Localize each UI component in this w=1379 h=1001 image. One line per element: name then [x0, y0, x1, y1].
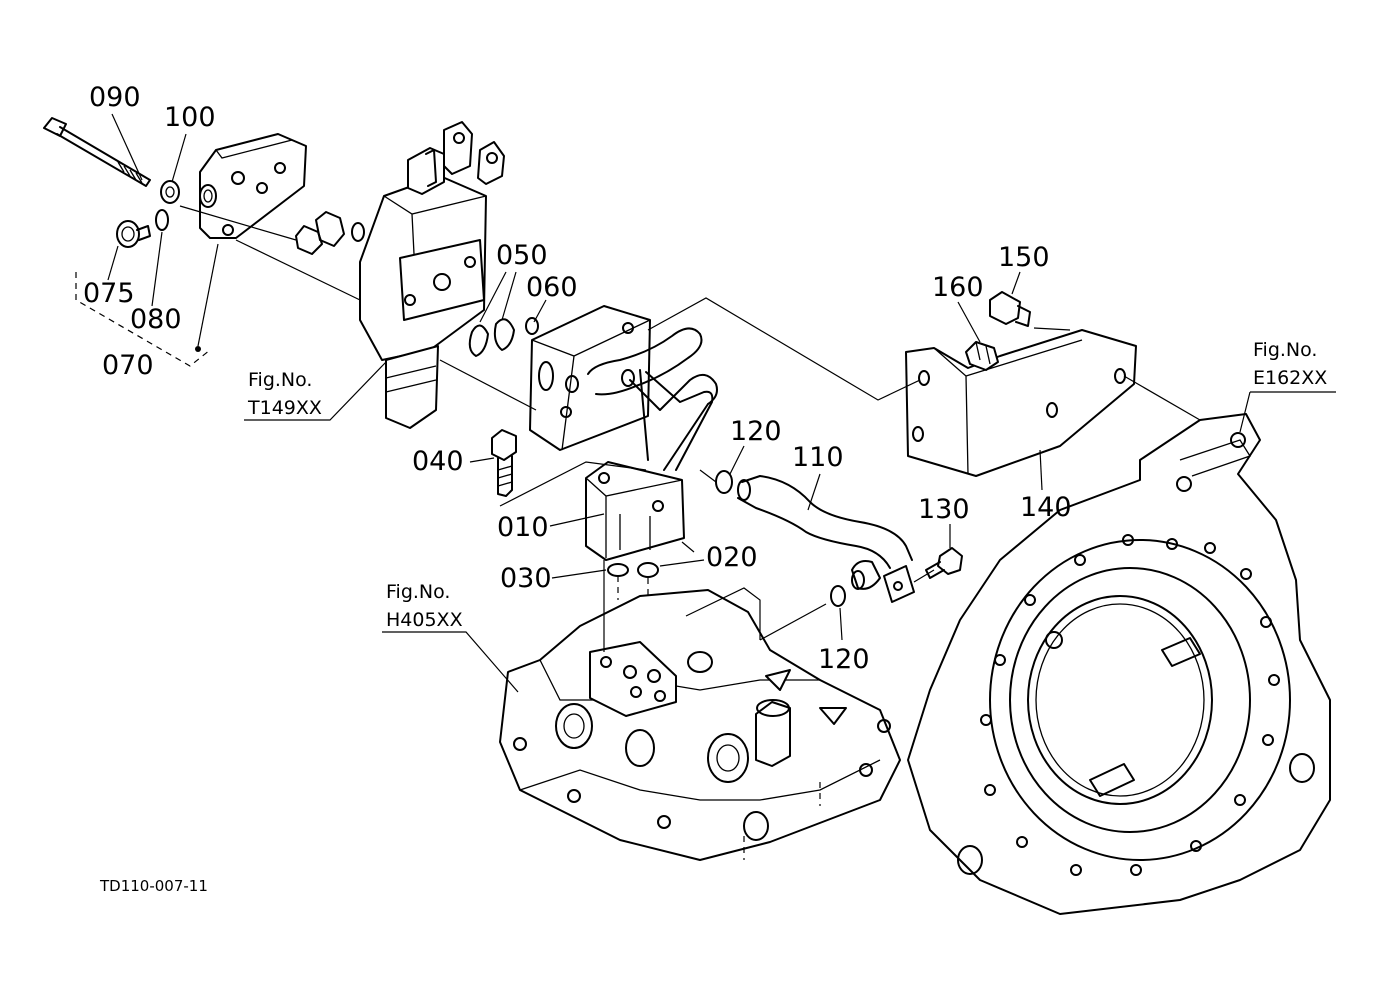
label-leader-lines — [107, 113, 1043, 641]
block-guide-line — [743, 782, 821, 860]
figure-ref-leaders — [244, 361, 1336, 693]
plate-070-bracket — [75, 272, 211, 367]
bolt-040-drawing — [491, 429, 517, 497]
washer-100-drawing — [160, 180, 180, 204]
o-ring-080-drawing — [155, 209, 169, 231]
pipe-110-drawing — [737, 475, 915, 603]
manifold-block-drawing — [529, 305, 718, 471]
fig-ref-e162-line1: Fig.No. — [1253, 339, 1317, 361]
control-valve-drawing — [359, 121, 505, 429]
part-label-110: 110 — [792, 442, 844, 473]
part-label-080: 080 — [130, 304, 182, 335]
part-label-075: 075 — [83, 278, 135, 309]
hydraulic-block-drawing — [499, 589, 901, 861]
o-ring-060-drawing — [525, 317, 539, 335]
part-label-020: 020 — [706, 542, 758, 573]
o-ring-030-drawing — [607, 563, 629, 577]
part-label-010: 010 — [497, 512, 549, 543]
part-label-060: 060 — [526, 272, 578, 303]
o-ring-120-upper-drawing — [715, 470, 733, 494]
plug-075-drawing — [116, 220, 151, 248]
o-ring-guide-lines — [617, 576, 649, 600]
adapter-010-drawing — [585, 461, 685, 561]
fig-ref-t149-line1: Fig.No. — [248, 369, 312, 391]
drawing-code: TD110-007-11 — [99, 877, 208, 895]
part-label-150: 150 — [998, 242, 1050, 273]
fig-ref-e162-line2: E162XX — [1253, 367, 1327, 389]
connection-lines — [179, 205, 1201, 652]
part-label-160: 160 — [932, 272, 984, 303]
plate-070-drawing — [199, 133, 307, 239]
part-label-130: 130 — [918, 494, 970, 525]
part-label-100: 100 — [164, 102, 216, 133]
transmission-case-drawing — [907, 413, 1331, 915]
part-label-120-lower: 120 — [818, 644, 870, 675]
bolt-090-drawing — [43, 117, 151, 187]
o-ring-120-lower-drawing — [830, 585, 846, 607]
fig-ref-h405-line1: Fig.No. — [386, 581, 450, 603]
part-label-030: 030 — [500, 563, 552, 594]
part-label-040: 040 — [412, 446, 464, 477]
fitting-150-drawing — [989, 291, 1031, 327]
part-label-070: 070 — [102, 350, 154, 381]
part-label-050: 050 — [496, 240, 548, 271]
fig-ref-t149-line2: T149XX — [247, 397, 322, 419]
o-ring-050-drawing — [468, 318, 515, 357]
bolt-130-drawing — [925, 547, 963, 579]
part-label-120-upper: 120 — [730, 416, 782, 447]
leader-070-dot — [197, 243, 219, 347]
reference-dot — [195, 346, 201, 352]
part-label-090: 090 — [89, 82, 141, 113]
fig-ref-h405-line2: H405XX — [386, 609, 463, 631]
o-ring-020-drawing — [637, 562, 659, 578]
gasket-set-drawing — [295, 211, 365, 255]
part-label-140: 140 — [1020, 492, 1072, 523]
fitting-160-drawing — [965, 341, 999, 371]
bracket-140-drawing — [905, 329, 1137, 477]
